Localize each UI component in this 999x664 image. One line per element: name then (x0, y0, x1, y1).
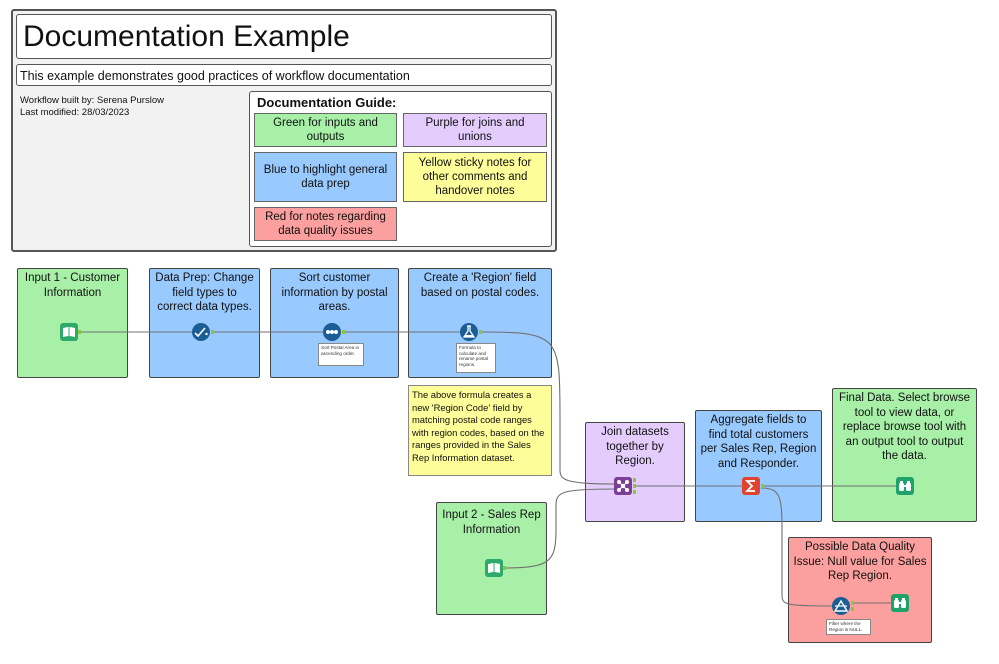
join-tool[interactable] (614, 477, 632, 495)
container-final-caption: Final Data. Select browse tool to view d… (838, 392, 971, 462)
guide-title: Documentation Guide: (257, 95, 397, 110)
container-input2-caption: Input 2 - Sales Rep Information (442, 509, 541, 536)
sort-tool-comment: Sort Postal Area in ascending order. (318, 343, 364, 366)
guide-key-green: Green for inputs and outputs (254, 113, 397, 147)
container-join-caption: Join datasets together by Region. (601, 426, 669, 467)
filter-tool-comment: Filter where the Region is NULL. (826, 619, 871, 635)
browse-tool-final[interactable] (896, 477, 914, 495)
guide-key-purple: Purple for joins and unions (403, 113, 547, 147)
input-data-tool-1[interactable] (60, 323, 78, 341)
container-aggregate[interactable]: Aggregate fields to find total customers… (695, 410, 822, 522)
container-region-caption: Create a 'Region' field based on postal … (420, 272, 540, 299)
sort-icon (325, 328, 339, 336)
title-box: Documentation Example (16, 14, 552, 59)
page-title: Documentation Example (23, 20, 350, 53)
formula-tool[interactable] (460, 323, 478, 341)
sort-tool[interactable] (323, 323, 341, 341)
browse-tool-dq[interactable] (891, 594, 909, 612)
filter-tool[interactable] (832, 597, 850, 615)
built-by-text: Workflow built by: Serena Purslow (20, 95, 164, 106)
container-data-quality-caption: Possible Data Quality Issue: Null value … (793, 541, 927, 582)
join-icon (616, 479, 630, 493)
subtitle-box: This example demonstrates good practices… (16, 64, 552, 86)
container-final[interactable]: Final Data. Select browse tool to view d… (832, 388, 977, 522)
guide-key-yellow: Yellow sticky notes for other comments a… (403, 152, 547, 202)
select-icon (194, 327, 208, 337)
guide-key-red: Red for notes regarding data quality iss… (254, 207, 397, 241)
input-data-icon (487, 562, 501, 574)
select-tool[interactable] (192, 323, 210, 341)
browse-icon (893, 597, 907, 609)
container-join[interactable]: Join datasets together by Region. (585, 422, 685, 522)
filter-icon (834, 600, 848, 612)
formula-sticky-note[interactable]: The above formula creates a new 'Region … (408, 385, 552, 476)
formula-tool-comment: Formula to calculate and rename postal r… (456, 343, 496, 373)
formula-icon (462, 325, 476, 339)
last-modified-text: Last modified: 28/03/2023 (20, 107, 130, 118)
input-data-tool-2[interactable] (485, 559, 503, 577)
summarize-tool[interactable] (742, 477, 760, 495)
page-subtitle: This example demonstrates good practices… (20, 69, 410, 83)
container-data-quality[interactable]: Possible Data Quality Issue: Null value … (788, 537, 932, 643)
summarize-icon (745, 480, 757, 492)
container-input2[interactable]: Input 2 - Sales Rep Information (436, 502, 547, 615)
guide-key-blue: Blue to highlight general data prep (254, 152, 397, 202)
container-input1-caption: Input 1 - Customer Information (24, 272, 121, 299)
container-sort-caption: Sort customer information by postal area… (281, 272, 388, 313)
browse-icon (898, 480, 912, 492)
container-aggregate-caption: Aggregate fields to find total customers… (700, 414, 817, 470)
input-data-icon (62, 326, 76, 338)
container-dataprep-caption: Data Prep: Change field types to correct… (155, 272, 254, 313)
